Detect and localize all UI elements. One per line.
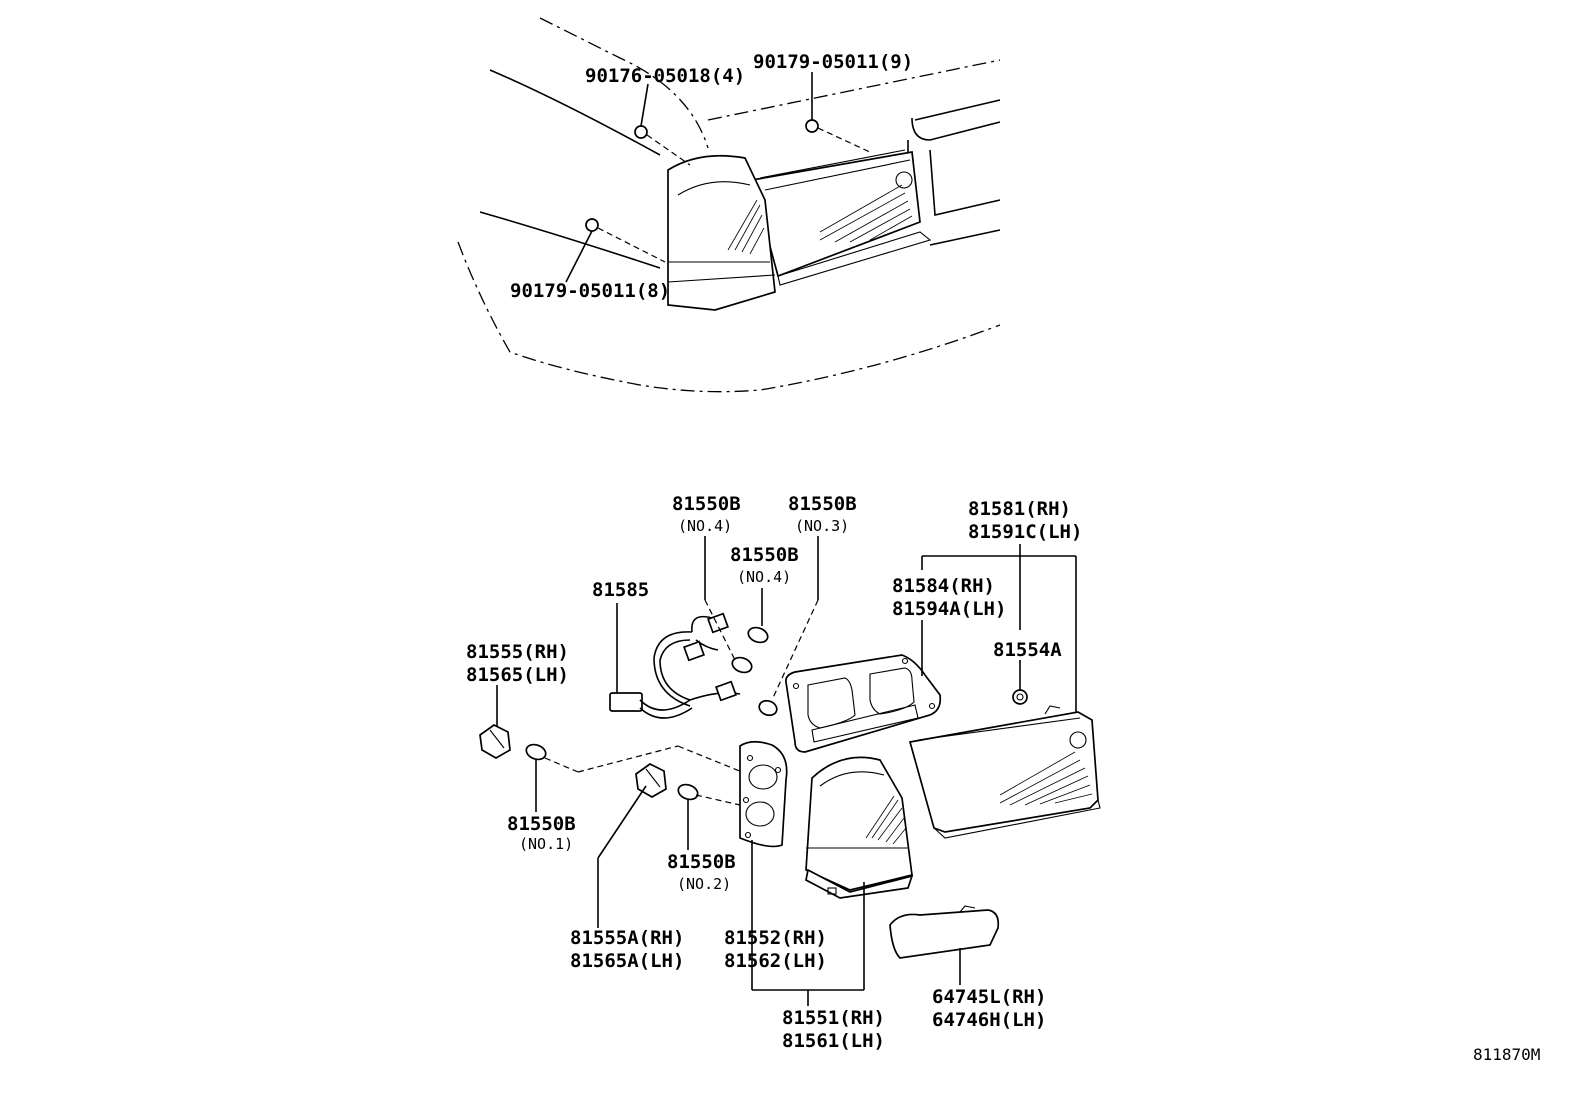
part-number-label: 81584(RH) bbox=[892, 575, 995, 597]
bulb-position-label: (NO.4) bbox=[737, 568, 791, 586]
part-number-label: 81554A bbox=[993, 639, 1062, 661]
bottom-leader-lines bbox=[496, 536, 1077, 1006]
part-number-label: 81561(LH) bbox=[782, 1030, 885, 1052]
part-number-label: 64746H(LH) bbox=[932, 1009, 1046, 1031]
part-number-label: 81550B bbox=[788, 493, 857, 515]
nut-icon bbox=[1012, 689, 1028, 705]
socket-icon bbox=[479, 724, 667, 798]
vehicle-rear-outline bbox=[457, 17, 1001, 393]
part-number-label: 81552(RH) bbox=[724, 927, 827, 949]
nut-icon bbox=[585, 119, 819, 232]
bulb-position-label: (NO.4) bbox=[678, 517, 732, 535]
bulb-position-label: (NO.2) bbox=[677, 875, 731, 893]
part-number-label: 64745L(RH) bbox=[932, 986, 1046, 1008]
part-number-label: 81565(LH) bbox=[466, 664, 569, 686]
part-number-label: 81591C(LH) bbox=[968, 521, 1082, 543]
license-lamp-housing bbox=[785, 654, 942, 753]
part-number-label: 81555(RH) bbox=[466, 641, 569, 663]
bulb-icon bbox=[525, 626, 778, 801]
part-number-label: 81585 bbox=[592, 579, 649, 601]
bulb-position-label: (NO.3) bbox=[795, 517, 849, 535]
rear-combination-lamp bbox=[805, 756, 914, 899]
part-number-label: 81562(LH) bbox=[724, 950, 827, 972]
part-number-label: 90176-05018(4) bbox=[585, 65, 745, 87]
bulb-position-label: (NO.1) bbox=[519, 835, 573, 853]
part-number-label: 81550B bbox=[507, 813, 576, 835]
part-number-label: 81550B bbox=[730, 544, 799, 566]
top-leader-lines bbox=[565, 72, 873, 283]
rear-combination-lamp-installed bbox=[667, 154, 776, 311]
part-number-label: 81550B bbox=[672, 493, 741, 515]
part-number-label: 81594A(LH) bbox=[892, 598, 1006, 620]
part-number-label: 81550B bbox=[667, 851, 736, 873]
rear-garnish-assembly bbox=[750, 149, 932, 286]
figure-code: 811870M bbox=[1473, 1045, 1540, 1064]
part-number-label: 81551(RH) bbox=[782, 1007, 885, 1029]
lamp-wire-harness bbox=[609, 612, 741, 719]
rear-garnish bbox=[908, 705, 1101, 839]
part-number-label: 90179-05011(8) bbox=[510, 280, 670, 302]
reflector-cover bbox=[889, 905, 1000, 959]
part-number-label: 90179-05011(9) bbox=[753, 51, 913, 73]
part-number-label: 81581(RH) bbox=[968, 498, 1071, 520]
part-number-label: 81555A(RH) bbox=[570, 927, 684, 949]
part-number-label: 81565A(LH) bbox=[570, 950, 684, 972]
lamp-gasket bbox=[739, 740, 788, 848]
